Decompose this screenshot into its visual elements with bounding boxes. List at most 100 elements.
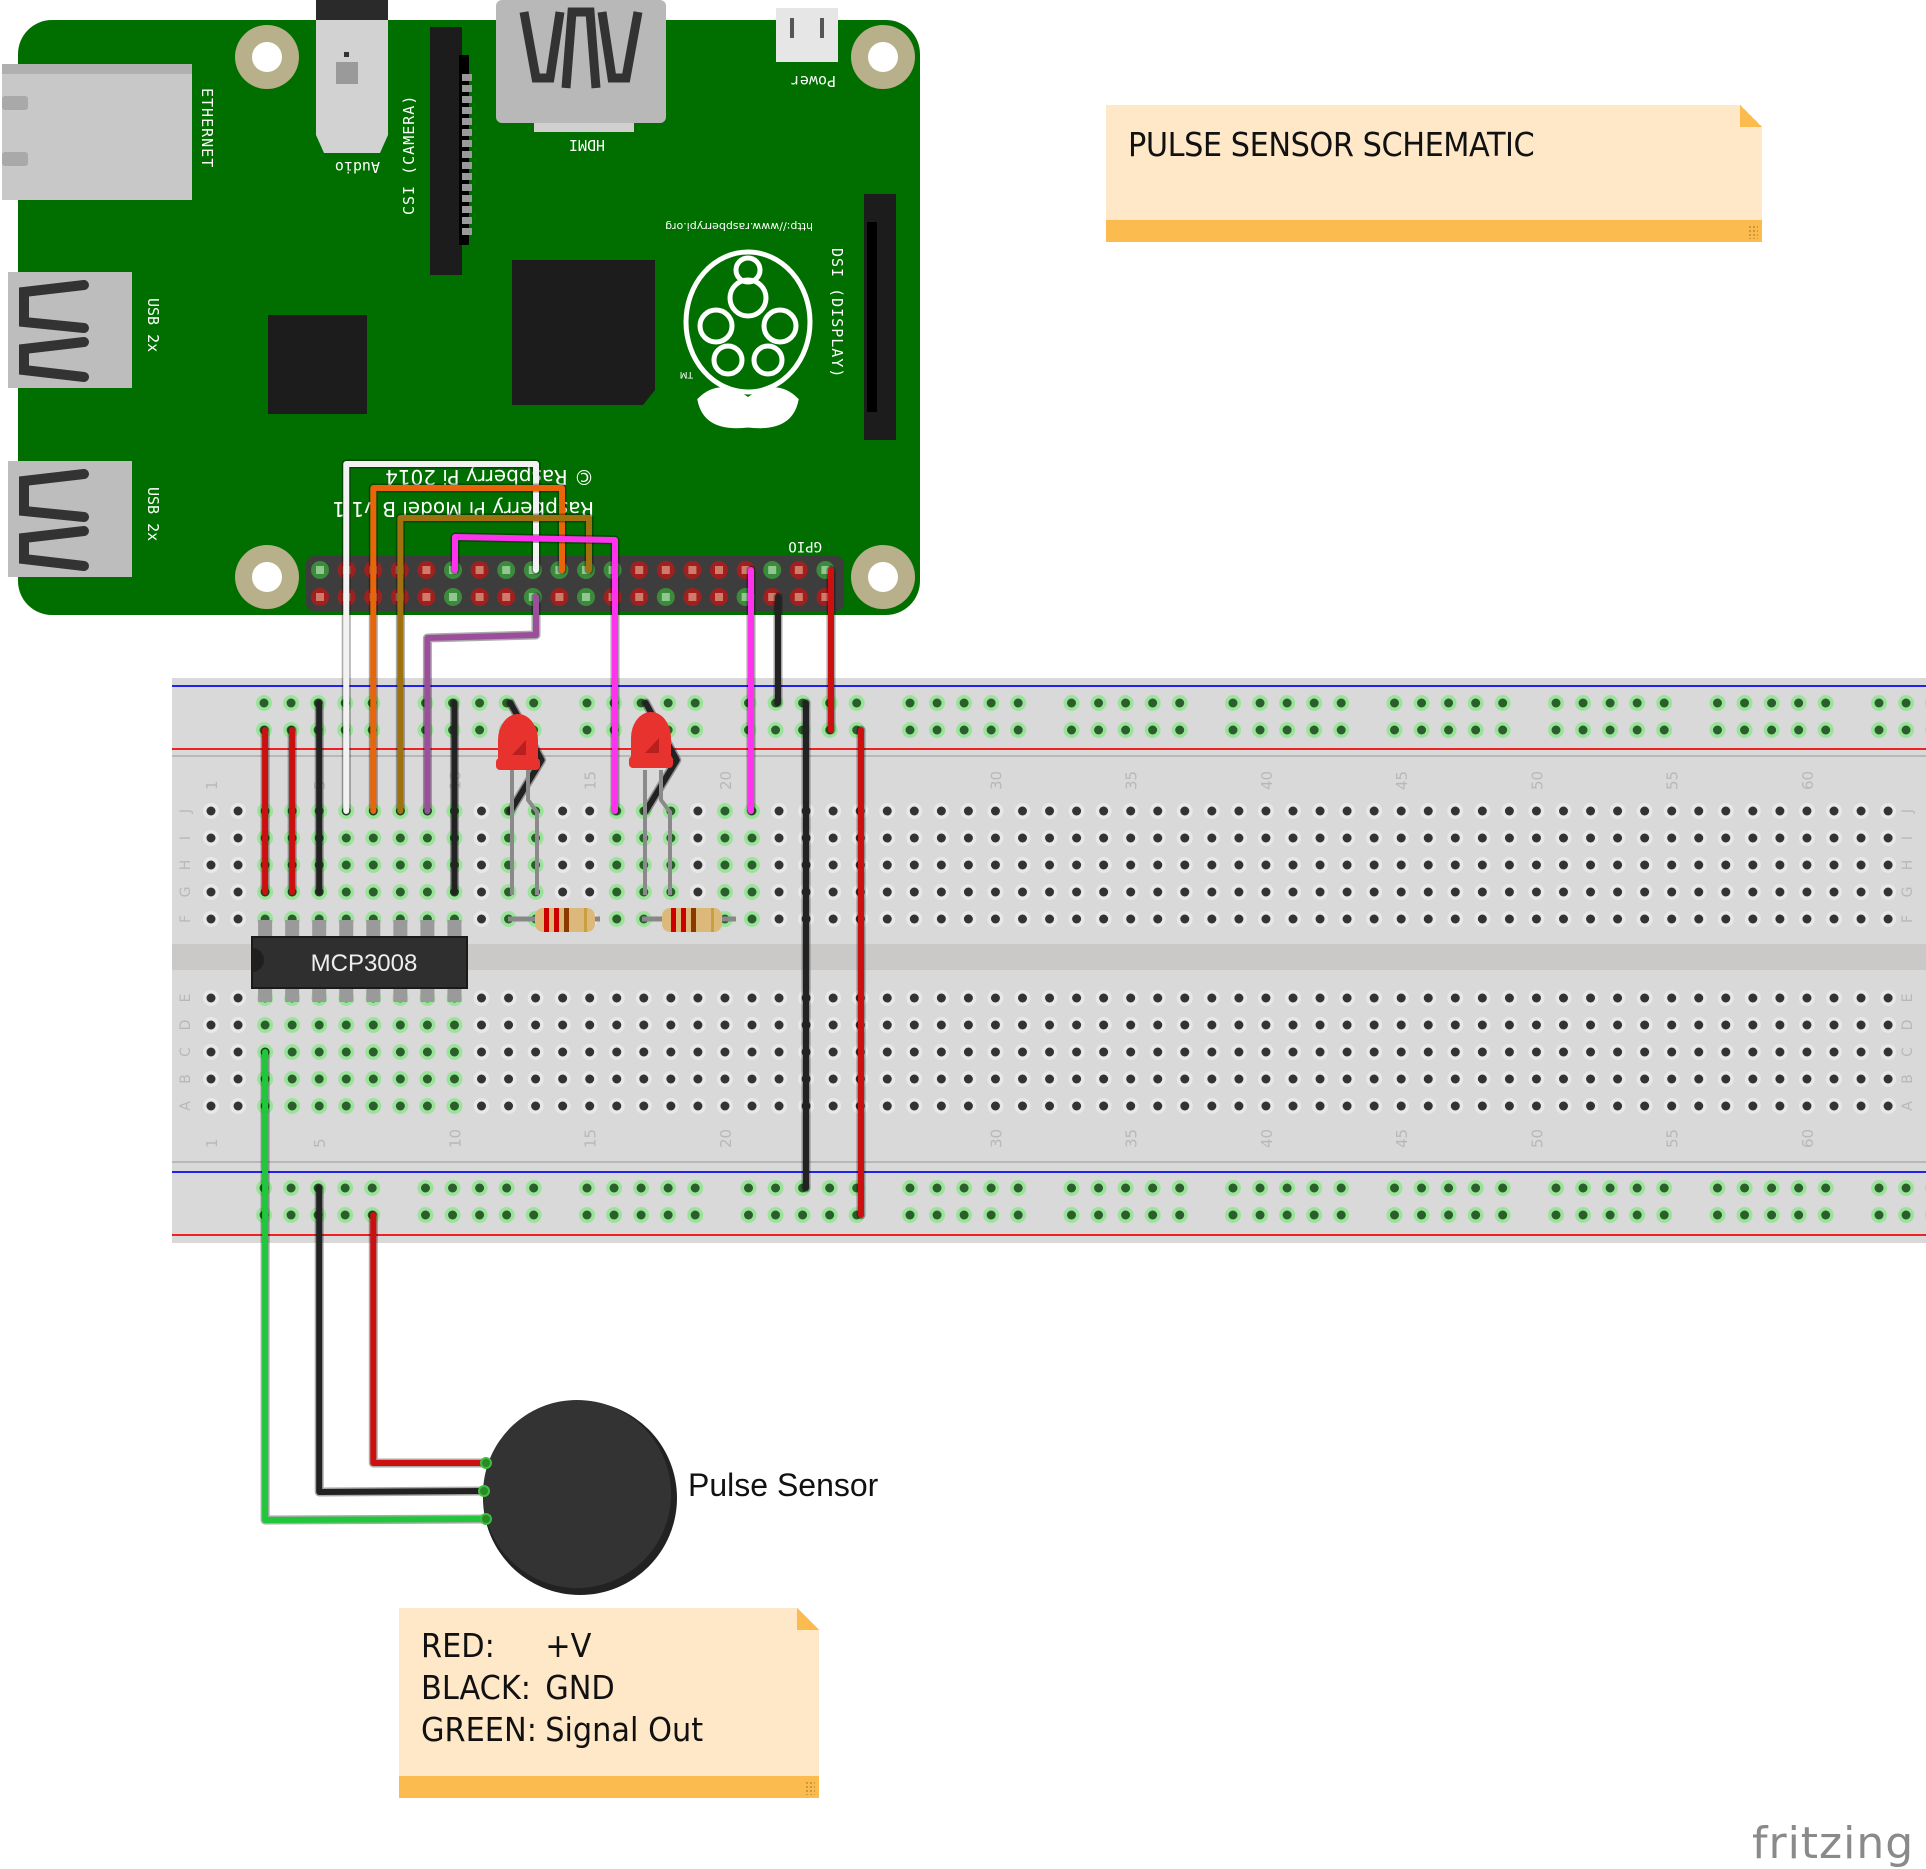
legend-key: BLACK: [421,1668,532,1707]
pulse-sensor [478,1400,677,1595]
breadboard-hole-center [1901,1183,1911,1193]
breadboard-hole-center [233,887,243,897]
legend-row-black: BLACK:GND [421,1668,615,1707]
breadboard-hole-center [1883,914,1893,924]
gpio-pin-pad [741,566,750,574]
breadboard-hole-center [909,1020,919,1030]
chip-pin [312,920,327,937]
breadboard-hole-center [531,1020,541,1030]
breadboard-hole-center [1072,1101,1082,1111]
gpio-pin-pad [688,593,697,601]
mcp3008-chip: MCP3008 [251,920,468,1002]
breadboard-hole-center [747,833,757,843]
ethernet-label: ETHERNET [198,88,216,168]
breadboard-hole-center [1369,1020,1379,1030]
breadboard-hole-center [1874,698,1884,708]
breadboard-hole-center [825,1210,835,1220]
breadboard-hole-center [1721,1074,1731,1084]
breadboard-hole-center [286,1210,296,1220]
breadboard-hole-center [720,806,730,816]
breadboard-hole-center [990,993,1000,1003]
gpio-pin-pad [768,593,777,601]
breadboard-hole-center [1288,806,1298,816]
breadboard-hole-center [1396,1020,1406,1030]
breadboard-hole-center [582,1183,592,1193]
breadboard-hole-center [233,806,243,816]
breadboard-hole-center [1018,1047,1027,1057]
breadboard-hole-center [558,993,568,1003]
breadboard-hole-center [314,1020,324,1030]
mcp3008-label: MCP3008 [311,950,418,977]
breadboard-hole-center [1694,1047,1704,1057]
breadboard-hole-center [1417,1183,1427,1193]
breadboard-hole-center [774,806,784,816]
breadboard-hole-center [1072,993,1082,1003]
csi-pin [462,118,472,125]
breadboard-hole-center [959,1183,969,1193]
breadboard-hole-center [1477,914,1487,924]
breadboard-hole-center [1667,914,1677,924]
breadboard-hole-center [936,887,946,897]
breadboard-hole-center [720,1020,730,1030]
breadboard-hole-center [1605,698,1615,708]
breadboard-hole-center [1667,1047,1677,1057]
gpio-pin-pad [635,593,644,601]
breadboard-hole-center [1856,1074,1866,1084]
gpio-pin-pad [316,566,324,574]
breadboard-hole-center [206,833,216,843]
breadboard-hole-center [477,860,486,870]
breadboard-hole-center [1498,1210,1508,1220]
wire-brown [397,515,592,814]
power-port [776,8,838,62]
breadboard-hole-center [747,914,757,924]
breadboard-hole-center [1288,1020,1298,1030]
breadboard-hole-center [206,993,216,1003]
breadboard-hole-center [585,887,595,897]
breadboard-hole-center [1228,725,1238,735]
breadboard-hole-center [1180,993,1190,1003]
resize-grip-icon[interactable] [1748,225,1758,239]
breadboard-hole-center [259,698,269,708]
breadboard-hole-center [1045,1047,1055,1057]
column-number-label: 1 [203,780,221,790]
breadboard-hole-center [1153,860,1163,870]
breadboard-hole-center [558,860,568,870]
legend-row-green: GREEN:Signal Out [421,1710,703,1749]
resize-grip-icon[interactable] [805,1781,815,1795]
breadboard-hole-center [1775,887,1785,897]
breadboard-hole-center [1336,1210,1346,1220]
breadboard-hole-center [905,1210,915,1220]
breadboard-hole-center [1659,1210,1669,1220]
breadboard-hole-center [206,1047,216,1057]
breadboard-hole-center [1667,806,1677,816]
breadboard-hole-center [774,1101,784,1111]
breadboard-hole-center [1883,1047,1893,1057]
breadboard-hole-center [1713,725,1722,735]
breadboard-hole-center [477,1047,486,1057]
breadboard-hole-center [1417,725,1427,735]
breadboard-hole-center [1721,1047,1731,1057]
breadboard-hole-center [1802,993,1812,1003]
breadboard-hole-center [690,1183,700,1193]
breadboard-hole-center [585,860,595,870]
row-letter-label: D [1900,1020,1916,1031]
breadboard-hole-center [1748,993,1758,1003]
breadboard-hole-center [905,698,915,708]
breadboard-hole-center [1794,1210,1804,1220]
note-footer-bar [1106,220,1762,242]
breadboard-hole-center [1148,698,1158,708]
column-number-label: 5 [311,1138,329,1148]
breadboard-hole-center [1390,698,1399,708]
breadboard-hole-center [1234,1074,1244,1084]
breadboard-hole-center [693,833,703,843]
breadboard-hole-center [882,1101,892,1111]
breadboard-hole-center [367,1183,377,1193]
row-letter-label: G [1900,887,1916,898]
breadboard-hole-center [936,1074,946,1084]
breadboard-hole-center [233,1020,243,1030]
gpio-pin-pad [794,593,803,601]
breadboard-hole-center [1309,1183,1319,1193]
breadboard-hole-center [340,1210,350,1220]
breadboard-hole-center [1667,1020,1677,1030]
breadboard-hole-center [1261,914,1271,924]
